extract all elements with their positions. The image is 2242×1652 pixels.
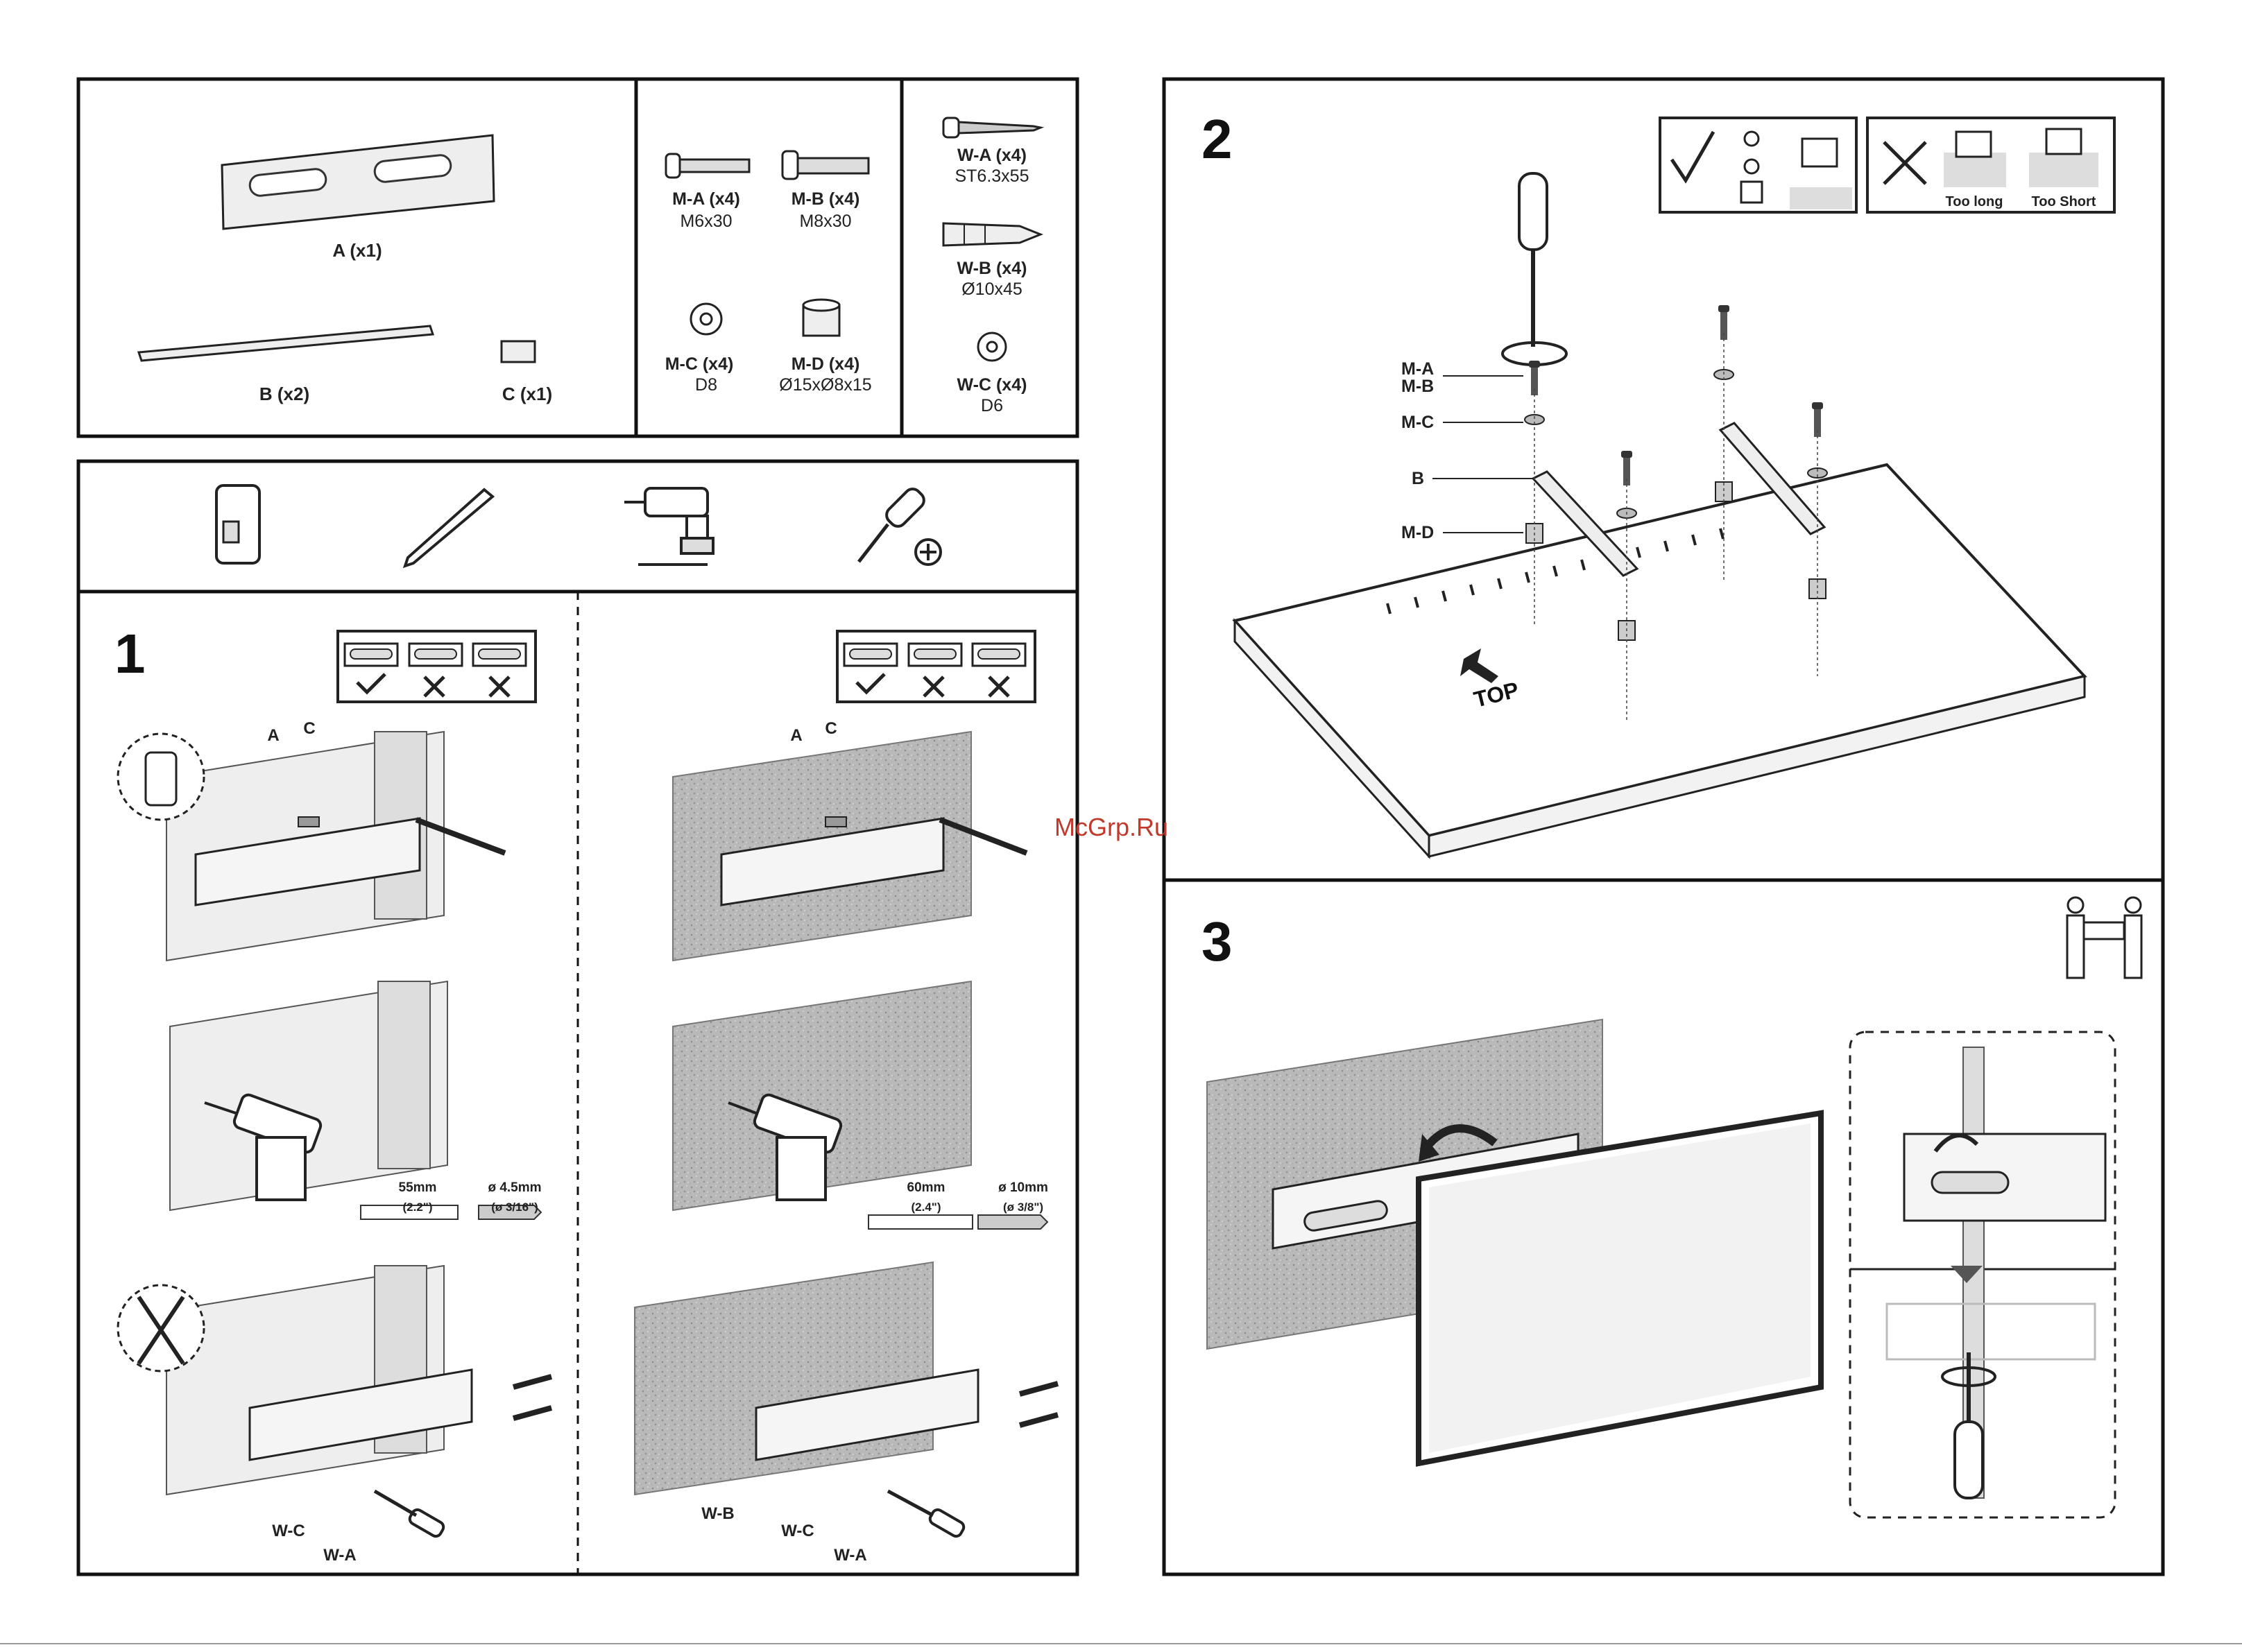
- detail-callout: [1850, 1032, 2115, 1517]
- part-mc-name: M-C (x4): [665, 354, 734, 374]
- part-wb-size: Ø10x45: [961, 279, 1022, 299]
- part-mc-size: D8: [695, 375, 717, 395]
- wood-bit-mm: ø 4.5mm: [488, 1180, 541, 1195]
- part-mc-washer: [691, 304, 721, 334]
- step1-wa-concrete: W-A: [834, 1546, 867, 1565]
- correct-length-box: [1660, 118, 1856, 212]
- part-a-label: A (x1): [332, 240, 382, 261]
- label-mc: M-C: [1401, 413, 1434, 432]
- part-wc-size: D6: [981, 396, 1003, 415]
- step1-wb-concrete: W-B: [701, 1504, 735, 1523]
- step1-label-a-concrete: A: [790, 726, 802, 745]
- part-md-spacer: [803, 300, 839, 336]
- too-short-label: Too Short: [2032, 194, 2096, 209]
- wood-depth-in: (2.2"): [402, 1201, 432, 1214]
- part-md-name: M-D (x4): [791, 354, 860, 374]
- concrete-depth-in: (2.4"): [911, 1201, 941, 1214]
- step1-label-c-wood: C: [303, 719, 315, 738]
- part-c-label: C (x1): [502, 384, 552, 404]
- label-md: M-D: [1401, 523, 1434, 542]
- part-mb-name: M-B (x4): [791, 189, 860, 209]
- step3-number: 3: [1201, 911, 1233, 972]
- stud-finder-icon: [216, 485, 259, 563]
- part-wa-size: ST6.3x55: [955, 166, 1029, 186]
- concrete-bit-in: (ø 3/8"): [1003, 1201, 1043, 1214]
- part-mb-size: M8x30: [799, 212, 851, 231]
- slot-indicator-concrete: [837, 631, 1035, 702]
- step1-wc-concrete: W-C: [781, 1522, 814, 1540]
- step2-panel: 2 Too long Too Short: [1164, 79, 2163, 880]
- wood-depth-mm: 55mm: [399, 1180, 437, 1195]
- part-ma-size: M6x30: [680, 212, 732, 231]
- part-ma-name: M-A (x4): [672, 189, 740, 209]
- parts-panel: A (x1) B (x2) C (x1) M-A (x4) M6x30 M-B …: [78, 79, 1077, 436]
- label-mb: M-B: [1401, 377, 1434, 396]
- part-wc-name: W-C (x4): [957, 375, 1027, 395]
- wood-bit-in: (ø 3/16"): [491, 1201, 538, 1214]
- part-wa-name: W-A (x4): [957, 146, 1027, 165]
- step1-label-c-concrete: C: [825, 719, 837, 738]
- label-ma: M-A: [1401, 359, 1434, 379]
- part-wc-washer: [978, 333, 1006, 361]
- concrete-bit-mm: ø 10mm: [998, 1180, 1048, 1195]
- slot-indicator-wood: [338, 631, 536, 702]
- part-md-size: Ø15xØ8x15: [779, 375, 871, 395]
- step1-number: 1: [114, 623, 146, 685]
- part-b-label: B (x2): [259, 384, 309, 404]
- concrete-drill-depth: [868, 1215, 1047, 1229]
- step1-panel: 1 A: [78, 461, 1077, 1574]
- part-c-spacer: [502, 341, 535, 362]
- step2-number: 2: [1201, 108, 1233, 170]
- step1-wa-wood: W-A: [323, 1546, 357, 1565]
- step1-wc-wood: W-C: [272, 1522, 305, 1540]
- too-long-label: Too long: [1946, 194, 2003, 209]
- step1-label-a-wood: A: [267, 726, 279, 745]
- concrete-depth-mm: 60mm: [907, 1180, 945, 1195]
- label-b: B: [1412, 469, 1424, 488]
- step3-panel: 3: [1164, 880, 2163, 1574]
- part-wb-name: W-B (x4): [957, 259, 1027, 278]
- watermark: McGrp.Ru: [1054, 813, 1168, 841]
